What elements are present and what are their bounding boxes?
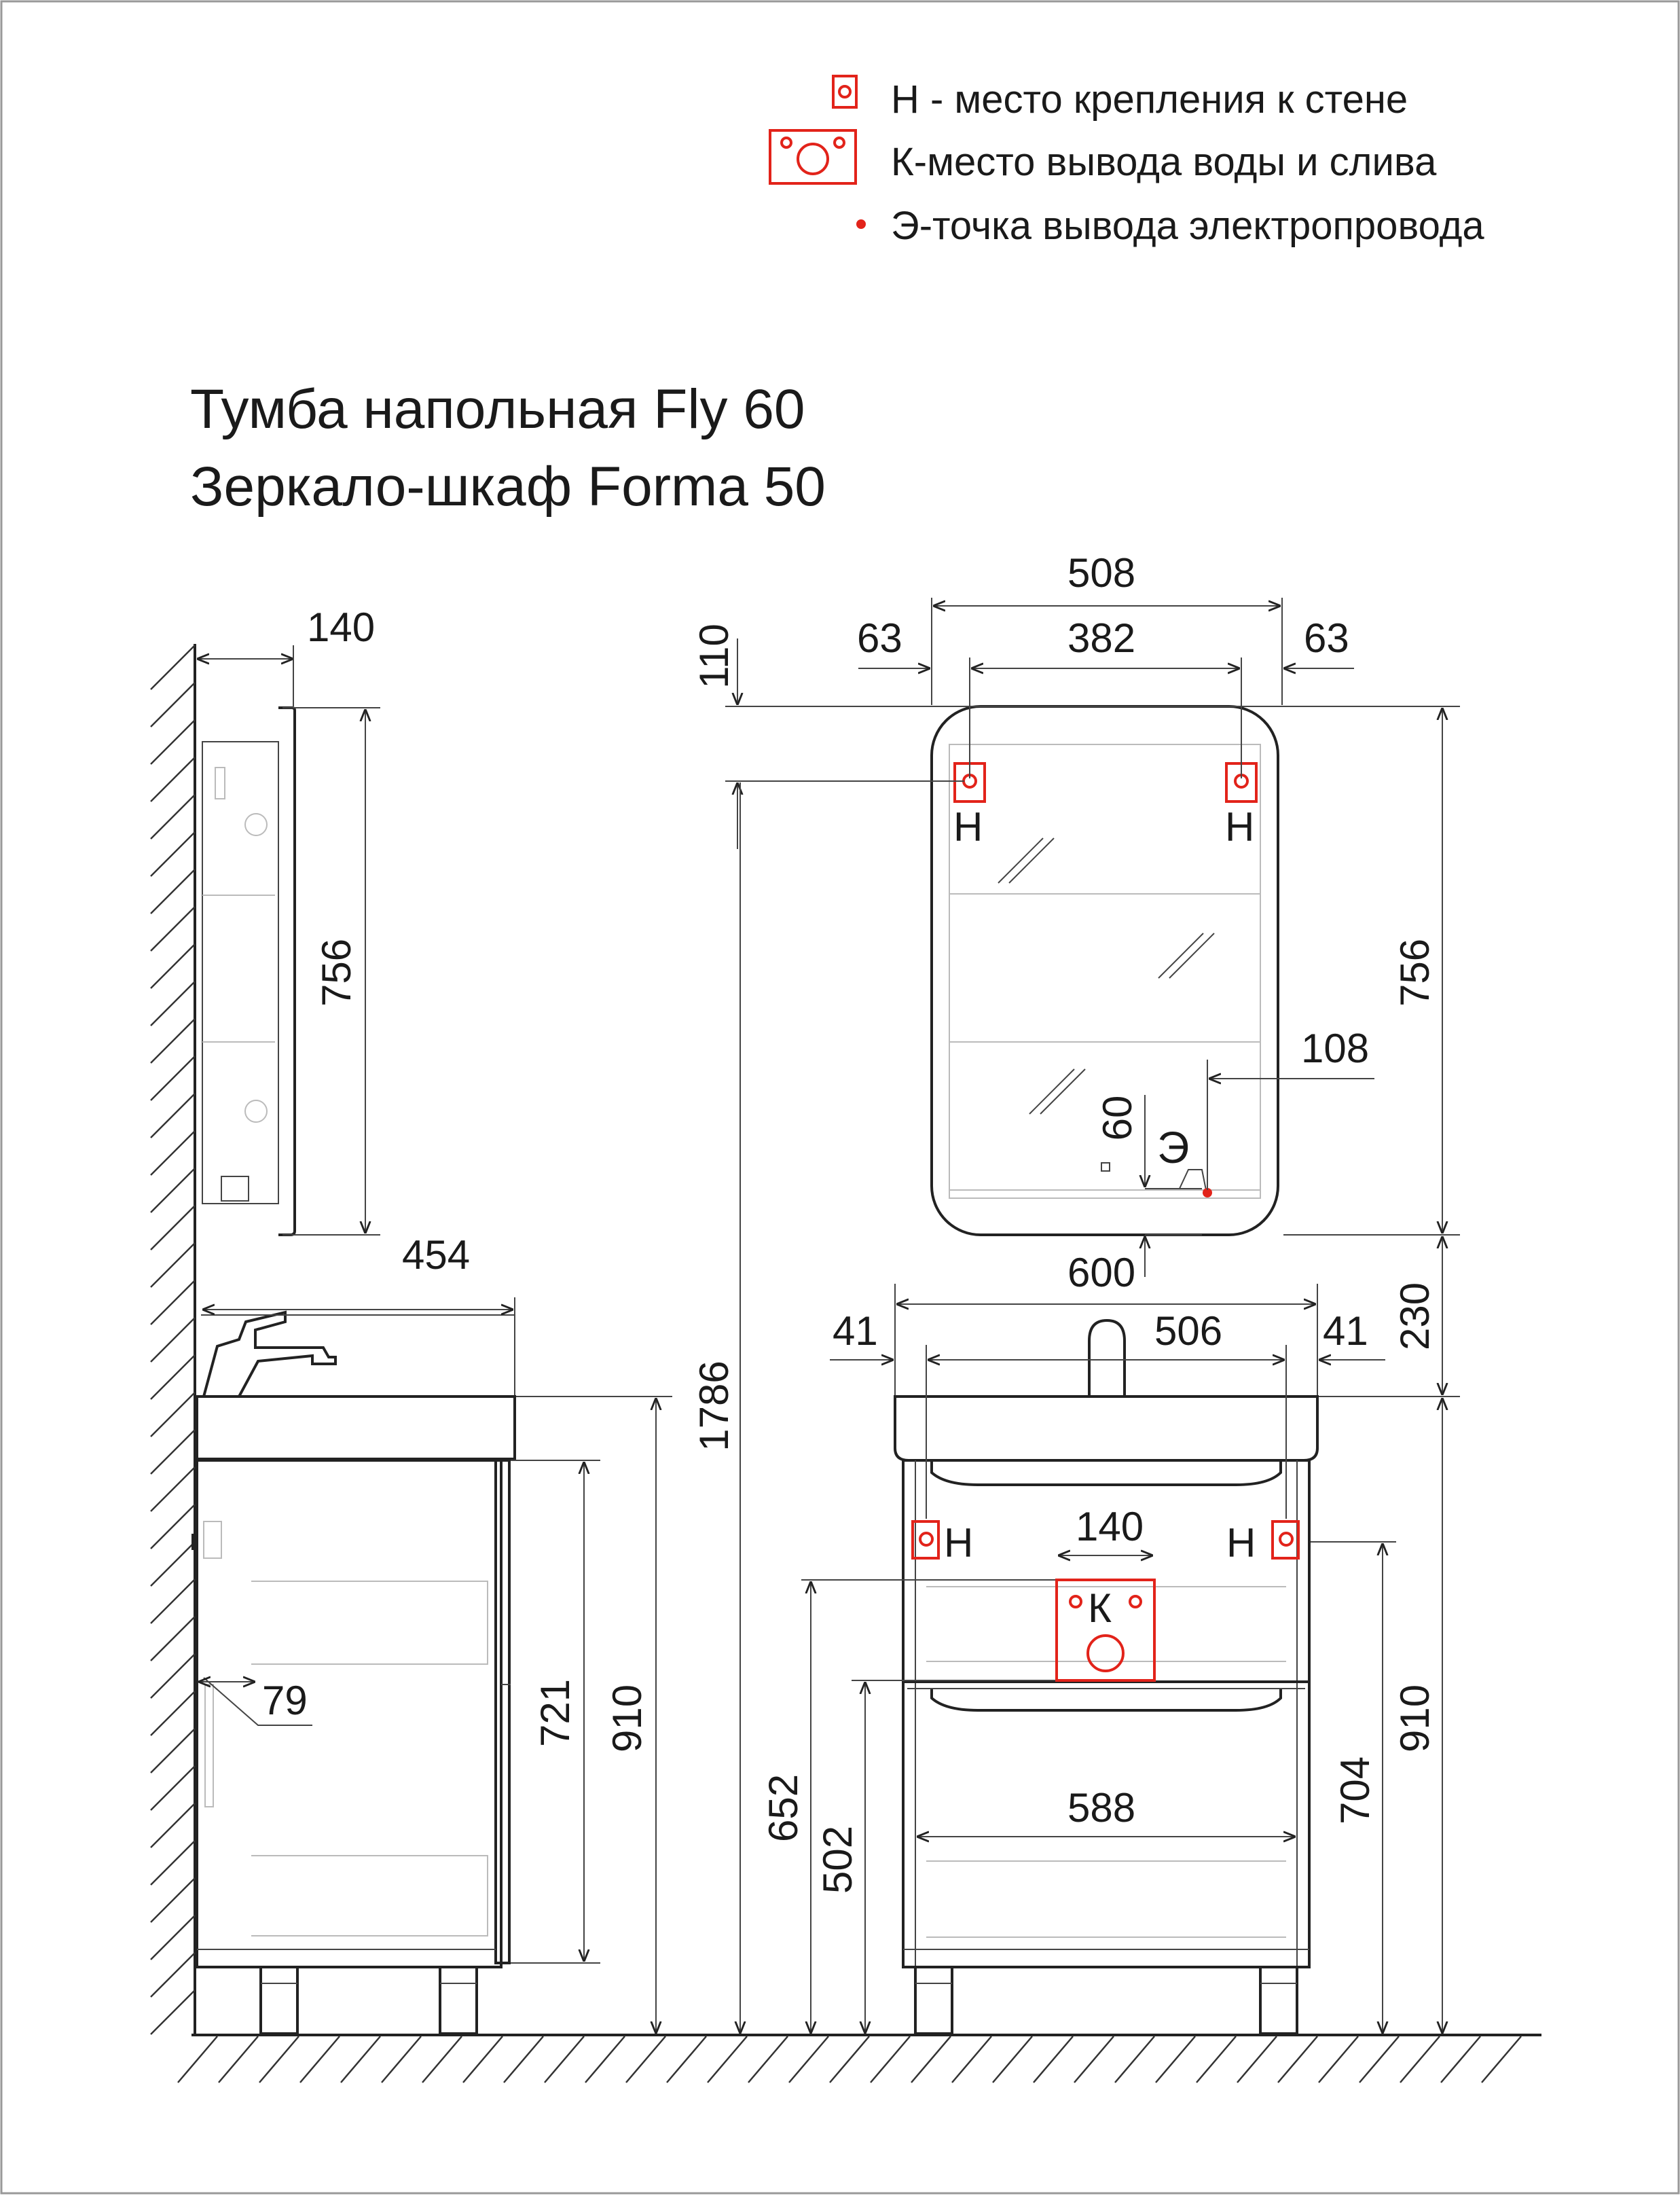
cabinet-mount-label-left: Н (944, 1520, 973, 1566)
legend-item-mount: Н - место крепления к стене (891, 77, 1408, 122)
cabinet-side-body (196, 1459, 503, 1968)
basin-front (894, 1395, 1319, 1462)
dim-front-mirror-inner: 382 (1067, 615, 1135, 661)
dim-front-mirror-top-offset: 110 (691, 624, 737, 689)
mount-point-icon (832, 75, 858, 109)
dim-front-cabinet-inner: 506 (1154, 1308, 1222, 1354)
mirror-mount-label-left: Н (953, 804, 983, 850)
dim-front-cabinet-body: 704 (1332, 1756, 1378, 1824)
mount-point-icon (911, 1520, 940, 1560)
dim-front-total-height: 1786 (691, 1361, 737, 1451)
basin-side (196, 1395, 516, 1460)
dim-front-gap: 230 (1392, 1282, 1438, 1350)
dim-front-mirror-height: 756 (1392, 939, 1438, 1007)
front-view-cabinet: Н Н К 600 506 41 41 140 588 6 (761, 1250, 1460, 2035)
dim-front-cabinet-height: 910 (1392, 1684, 1438, 1752)
mirror-mount-label-right: Н (1225, 804, 1254, 850)
dim-side-cabinet-body: 721 (532, 1679, 578, 1747)
mirror-electric-label: Э (1157, 1122, 1189, 1172)
electric-point-icon (856, 219, 866, 229)
cabinet-water-label: К (1088, 1585, 1112, 1631)
dim-front-mirror-right: 63 (1304, 615, 1349, 661)
faucet-front (1088, 1318, 1126, 1397)
dim-front-cabinet-right: 41 (1323, 1308, 1368, 1354)
mirror-inner-outline (949, 744, 1261, 1199)
dim-side-drain-offset: 79 (262, 1678, 308, 1723)
wall-hatching (150, 645, 196, 2035)
leg-front-1 (914, 1966, 953, 2035)
side-view: 140 756 454 79 72 (150, 605, 672, 2035)
leg-side-2 (439, 1966, 478, 2035)
dim-side-mirror-height: 756 (314, 939, 359, 1007)
leg-front-2 (1259, 1966, 1298, 2035)
dim-front-basin-width: 600 (1067, 1250, 1135, 1295)
title-cabinet: Тумба напольная Fly 60 (190, 378, 805, 440)
front-view-mirror: Н Н Э 508 382 63 63 110 108 (691, 550, 1460, 1395)
leg-side-1 (259, 1966, 299, 2035)
dim-front-mirror-width: 508 (1067, 550, 1135, 596)
dim-side-cabinet-height: 910 (604, 1684, 650, 1752)
cabinet-front-body (902, 1459, 1311, 1968)
legend-item-water: К-место вывода воды и слива (891, 140, 1437, 184)
cabinet-mount-label-right: Н (1226, 1520, 1256, 1566)
faucet-side (202, 1310, 337, 1398)
dim-front-electric-side: 108 (1301, 1026, 1369, 1071)
title-mirror: Зеркало-шкаф Forma 50 (190, 456, 826, 518)
electric-point-icon (1203, 1188, 1212, 1197)
legend-item-electric: Э-точка вывода электропровода (891, 204, 1484, 248)
mount-point-icon (1271, 1520, 1300, 1560)
dim-front-outlet-width: 140 (1076, 1504, 1144, 1549)
dim-front-drawer-width: 588 (1067, 1785, 1135, 1831)
dim-front-cabinet-left: 41 (833, 1308, 878, 1354)
mirror-door-side (278, 706, 296, 1236)
dim-front-mirror-left: 63 (857, 615, 902, 661)
legend: Н - место крепления к стене К-место выво… (769, 75, 1484, 248)
dim-front-outlet-top: 652 (761, 1774, 806, 1842)
dim-side-basin-depth: 454 (402, 1232, 470, 1278)
dim-side-mirror-depth: 140 (307, 605, 375, 650)
leader-drain (203, 1677, 312, 1726)
water-outlet-icon (1055, 1579, 1156, 1682)
dim-front-outlet-bottom: 502 (815, 1826, 860, 1894)
water-outlet-icon (769, 129, 857, 185)
dim-front-electric-height: 60 (1095, 1096, 1140, 1141)
mirror-cabinet-body (202, 741, 279, 1204)
floor (177, 2034, 1541, 2083)
